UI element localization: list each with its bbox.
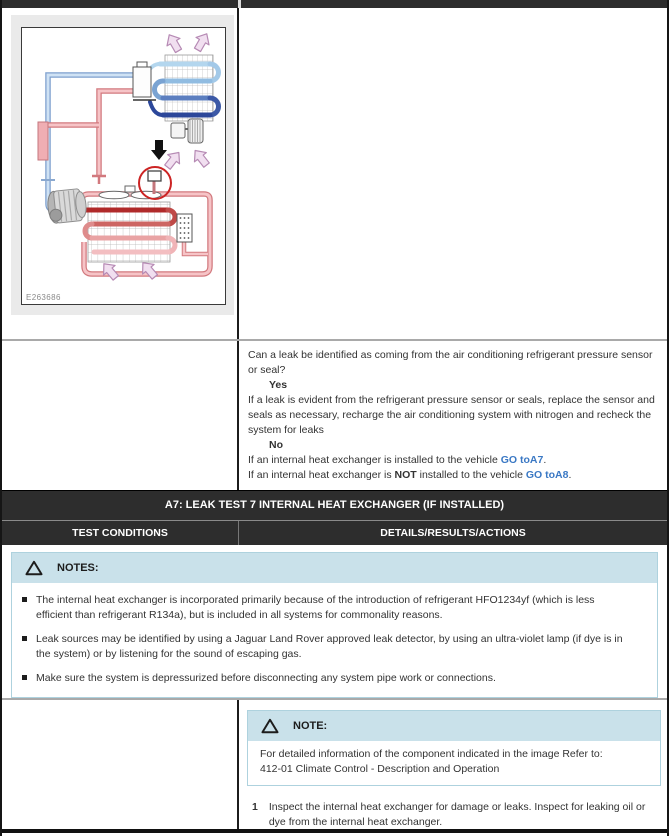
- no-result-a7: If an internal heat exchanger is install…: [248, 453, 655, 468]
- internal-heat-exchanger: [37, 121, 49, 161]
- note-triangle-icon: [261, 718, 279, 734]
- figure-label: E263686: [26, 293, 61, 302]
- no-result-a8: If an internal heat exchanger is NOT ins…: [248, 468, 655, 483]
- no-a8-text: If an internal heat exchanger is: [248, 469, 395, 481]
- note-item-text: The internal heat exchanger is incorpora…: [36, 594, 595, 621]
- diagram-row: E263686: [2, 8, 667, 341]
- notes-box: NOTES: The internal heat exchanger is in…: [11, 552, 658, 698]
- notes-title: NOTES:: [57, 562, 99, 574]
- highlight-circle: [138, 166, 172, 200]
- col-header-test-conditions: TEST CONDITIONS: [2, 521, 239, 545]
- no-a8-not: NOT: [394, 469, 417, 481]
- diagram-cell: E263686: [2, 8, 239, 339]
- bullet-square-icon: [22, 675, 27, 680]
- condenser-fan: [98, 185, 162, 200]
- question-row: Can a leak be identified as coming from …: [2, 341, 667, 490]
- yes-result-text: If a leak is evident from the refrigeran…: [248, 394, 655, 436]
- header-sliver-divider: [238, 0, 241, 8]
- pointer-arrow-icon: [151, 140, 167, 160]
- header-sliver-right: [241, 0, 667, 8]
- yes-label: Yes: [269, 379, 288, 391]
- note-item-text: Make sure the system is depressurized be…: [36, 672, 496, 684]
- step-number: 1: [252, 801, 258, 813]
- inspection-cell: NOTE: For detailed information of the co…: [239, 700, 667, 830]
- note-header: NOTE:: [248, 711, 660, 741]
- step-text: Inspect the internal heat exchanger for …: [268, 801, 646, 828]
- go-to-a7-link[interactable]: GO toA7: [500, 454, 544, 466]
- list-item: The internal heat exchanger is incorpora…: [22, 593, 633, 622]
- header-sliver-left: [2, 0, 238, 8]
- note-triangle-icon: [25, 560, 43, 576]
- condenser-coil: [77, 207, 178, 255]
- section-title-bar: A7: LEAK TEST 7 INTERNAL HEAT EXCHANGER …: [2, 490, 667, 520]
- figure-frame: E263686: [11, 15, 234, 315]
- refrigerant-circuit-illustration: [37, 33, 221, 281]
- liquid-pipe: [40, 88, 133, 184]
- note-item-text: Leak sources may be identified by using …: [36, 633, 623, 660]
- previous-row-header-sliver: [2, 0, 667, 8]
- notes-header: NOTES:: [12, 553, 657, 583]
- no-a8-period: .: [568, 469, 572, 481]
- question-text: Can a leak be identified as coming from …: [248, 349, 653, 376]
- go-to-a8-link[interactable]: GO toA8: [525, 469, 569, 481]
- notes-body: The internal heat exchanger is incorpora…: [12, 583, 657, 697]
- table-bottom-border: [2, 829, 667, 833]
- no-a7-period: .: [543, 454, 547, 466]
- note-box: NOTE: For detailed information of the co…: [247, 710, 661, 786]
- inspection-row: NOTE: For detailed information of the co…: [2, 700, 667, 829]
- note-body: For detailed information of the componen…: [248, 741, 660, 785]
- question-cell: Can a leak be identified as coming from …: [239, 341, 667, 490]
- list-item: Make sure the system is depressurized be…: [22, 671, 633, 686]
- expansion-valve: [132, 61, 156, 101]
- no-label: No: [269, 439, 283, 451]
- note-line: 412-01 Climate Control - Description and…: [260, 763, 500, 775]
- ac-system-diagram: E263686: [21, 27, 226, 305]
- bullet-square-icon: [22, 597, 27, 602]
- col-header-details-results-actions: DETAILS/RESULTS/ACTIONS: [380, 527, 526, 539]
- note-title: NOTE:: [293, 720, 328, 732]
- no-a8-text2: installed to the vehicle: [416, 469, 526, 481]
- blower-motor: [170, 118, 204, 144]
- no-a7-text: If an internal heat exchanger is install…: [248, 454, 501, 466]
- empty-conditions-cell: [2, 341, 239, 490]
- receiver-drier: [176, 213, 208, 257]
- compressor: [47, 188, 87, 224]
- empty-conditions-cell: [2, 700, 239, 829]
- step-item: 1 Inspect the internal heat exchanger fo…: [247, 800, 661, 830]
- airflow-arrows: [103, 33, 210, 281]
- notes-row: NOTES: The internal heat exchanger is in…: [2, 545, 667, 700]
- section-column-headers: TEST CONDITIONS DETAILS/RESULTS/ACTIONS: [2, 520, 667, 545]
- empty-details-cell: [239, 8, 667, 339]
- suction-pipe: [41, 72, 133, 213]
- pressure-sensor-highlight: [138, 166, 172, 200]
- bullet-square-icon: [22, 636, 27, 641]
- low-pressure-pipe-loop: [79, 191, 213, 277]
- list-item: Leak sources may be identified by using …: [22, 632, 633, 661]
- note-line: For detailed information of the componen…: [260, 748, 603, 760]
